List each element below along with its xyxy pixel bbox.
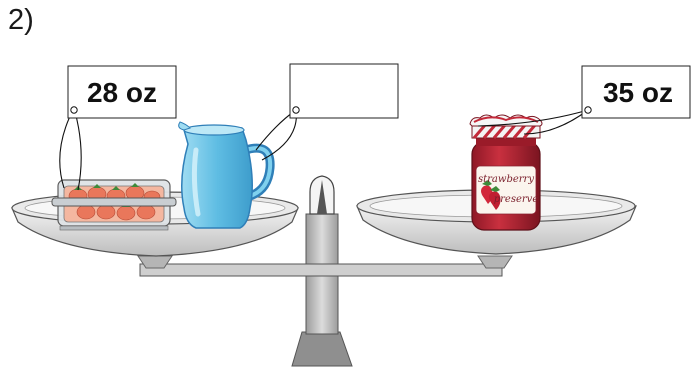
scale-pointer xyxy=(310,176,334,214)
weight-tag-right: 35 oz xyxy=(478,66,690,134)
weight-tag-left-text: 28 oz xyxy=(87,77,157,108)
weight-tag-left: 28 oz xyxy=(60,66,176,190)
scale-base xyxy=(292,214,352,366)
scale-beam xyxy=(140,264,502,276)
strawberry-container-icon xyxy=(52,180,176,230)
jar-label-line1: strawberry xyxy=(478,174,534,185)
jar-label-line2: preserve xyxy=(494,194,539,205)
weight-tag-middle xyxy=(256,64,398,160)
jam-jar-icon: strawberry preserve xyxy=(470,115,542,230)
weight-tag-right-text: 35 oz xyxy=(603,77,673,108)
